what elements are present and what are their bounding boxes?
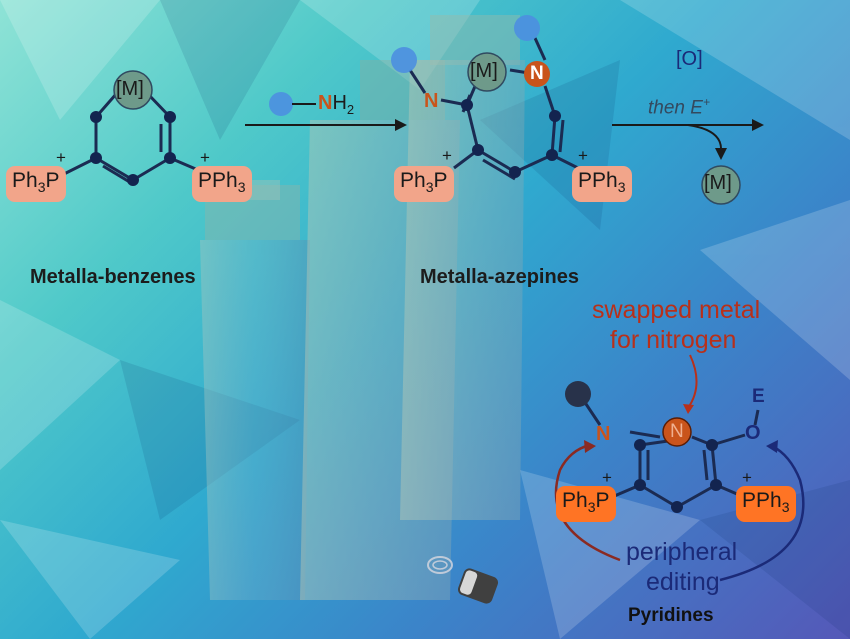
then-text: then E [648, 97, 703, 119]
charge-plus: + [578, 146, 588, 165]
phosphonium-left-pill-3: Ph3P [556, 486, 616, 523]
phosphonium-right-label-3: PPh3 [742, 489, 790, 516]
charge-plus: + [56, 148, 66, 167]
phosphonium-right-pill-2: PPh3 [572, 166, 632, 203]
pipette-icon [427, 556, 453, 574]
pyridines-caption: Pyridines [628, 605, 714, 626]
electrophile-label: E [752, 386, 765, 407]
pyridine-atoms [634, 439, 722, 513]
metal-label: [M] [116, 78, 144, 100]
then-electrophile-label: then E+ [648, 95, 710, 119]
reaction-arrow-1 [245, 92, 407, 131]
reaction-arrow-2 [612, 119, 764, 160]
stir-bar-icon [457, 568, 499, 604]
amine-n: N [318, 92, 333, 114]
metal-label-2: [M] [470, 60, 498, 82]
pyridine-nitrogen-circle [662, 417, 692, 447]
editing-arrow-left [554, 443, 621, 562]
released-metal-label: [M] [704, 172, 732, 194]
phosphonium-right-label: PPh3 [198, 169, 246, 196]
oxygen-label: O [745, 422, 761, 444]
phosphonium-right-label-2: PPh3 [578, 169, 626, 196]
amine-sub: 2 [346, 102, 355, 117]
phosphonium-left-pill-2: Ph3P [394, 166, 454, 203]
substituent-blob-1 [391, 47, 417, 73]
phosphonium-left-label-2: Ph3P [400, 169, 448, 196]
metallaazepines-caption: Metalla-azepines [420, 266, 579, 288]
side-nitrogen-label: N [424, 90, 439, 112]
charge-plus: + [442, 146, 452, 165]
metallabenzenes-caption: Metalla-benzenes [30, 266, 196, 288]
editing-arrow-right [719, 444, 805, 582]
ring-nitrogen-label: N [530, 63, 544, 84]
phosphonium-left-pill: Ph3P [6, 166, 66, 203]
metal-center [113, 70, 153, 110]
swap-arrow [687, 354, 698, 409]
peripheral-line2: editing [646, 568, 720, 596]
charge-plus: + [200, 148, 210, 167]
oxidant-label: [O] [676, 48, 703, 70]
pyridine-side-nitrogen-label: N [596, 423, 611, 445]
phosphonium-left-label-3: Ph3P [562, 489, 610, 516]
amine-h: H [332, 92, 347, 114]
metal-center-2 [467, 52, 507, 92]
metallabenzene-atoms [90, 111, 176, 186]
charge-plus: + [602, 468, 612, 487]
swap-note-line1: swapped metal [592, 296, 761, 324]
ring-nitrogen-circle [524, 61, 550, 87]
phosphonium-left-label: Ph3P [12, 169, 60, 196]
substituent-blob-2 [514, 15, 540, 41]
charge-plus: + [742, 468, 752, 487]
then-sup: + [702, 95, 710, 109]
released-metal-circle [701, 165, 741, 205]
pyridine-nitrogen-label: N [670, 421, 684, 442]
metallaazepine-atoms [461, 99, 561, 178]
peripheral-line1: peripheral [626, 538, 738, 566]
swap-note-line2: for nitrogen [610, 326, 737, 354]
phosphonium-right-pill: PPh3 [192, 166, 252, 203]
pyridine-substituent-blob [565, 381, 591, 407]
phosphonium-right-pill-3: PPh3 [736, 486, 796, 523]
amine-reagent: NH2 [318, 92, 354, 117]
